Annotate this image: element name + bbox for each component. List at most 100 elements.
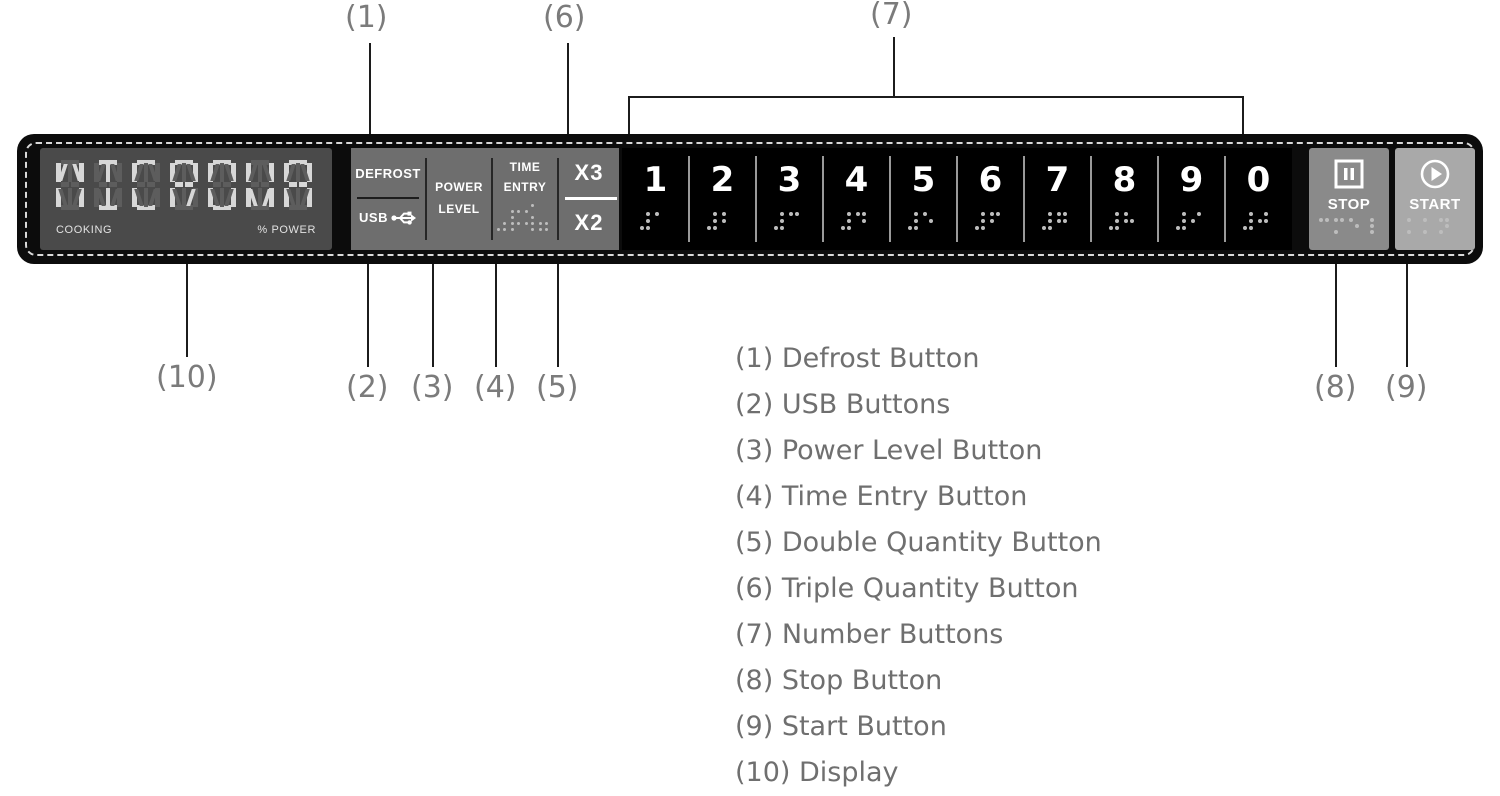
defrost-label: DEFROST	[355, 166, 421, 181]
callout-7-bracket-bar	[628, 96, 1244, 98]
callout-2-label: (2)	[346, 370, 389, 405]
callout-7-bracket-right	[1242, 96, 1244, 136]
lcd-char-a	[284, 160, 312, 210]
number-button-7-label: 7	[1045, 160, 1070, 200]
legend-list: (1) Defrost Button(2) USB Buttons(3) Pow…	[735, 336, 1475, 796]
separator-1	[425, 158, 427, 240]
callout-9-leader	[1406, 264, 1408, 367]
number-button-2[interactable]: 2	[689, 148, 756, 250]
usb-button[interactable]: USB	[351, 210, 425, 225]
number-button-1-label: 1	[643, 160, 668, 200]
lcd-label-cooking: COOKING	[56, 224, 113, 236]
start-braille	[1407, 218, 1450, 242]
key-separator	[1090, 156, 1092, 242]
legend-item-5: (5) Double Quantity Button	[735, 527, 1102, 558]
key-separator	[1023, 156, 1025, 242]
legend-item-6: (6) Triple Quantity Button	[735, 573, 1079, 604]
legend-item-8: (8) Stop Button	[735, 665, 943, 696]
number-button-5[interactable]: 5	[890, 148, 957, 250]
lcd-char-r	[170, 160, 198, 210]
key-separator	[822, 156, 824, 242]
number-button-9-label: 9	[1179, 160, 1204, 200]
callout-7-stem	[893, 37, 895, 97]
number-button-0[interactable]: 0	[1225, 148, 1292, 250]
legend-item-7: (7) Number Buttons	[735, 619, 1004, 650]
callout-10-label: (10)	[156, 360, 218, 395]
number-button-7-braille	[1042, 212, 1068, 232]
callout-5-leader	[557, 264, 559, 367]
number-button-3[interactable]: 3	[756, 148, 823, 250]
pause-square-icon	[1334, 159, 1364, 189]
key-separator	[755, 156, 757, 242]
stop-braille	[1319, 218, 1375, 242]
usb-icon	[391, 211, 416, 225]
number-button-2-braille	[707, 212, 733, 232]
key-separator	[1157, 156, 1159, 242]
number-button-4-braille	[841, 212, 867, 232]
number-button-7[interactable]: 7	[1024, 148, 1091, 250]
callout-1-label: (1)	[345, 0, 388, 35]
key-separator	[688, 156, 690, 242]
number-button-5-label: 5	[911, 160, 936, 200]
callout-3-label: (3)	[411, 370, 454, 405]
number-button-9-braille	[1176, 212, 1202, 232]
separator-3	[557, 158, 559, 240]
number-button-8[interactable]: 8	[1091, 148, 1158, 250]
lcd-char-w	[246, 160, 274, 210]
time-entry-button[interactable]: TIME ENTRY	[493, 148, 557, 250]
number-button-3-braille	[774, 212, 800, 232]
legend-item-10: (10) Display	[735, 757, 899, 788]
defrost-usb-divider	[357, 197, 419, 199]
legend-item-9: (9) Start Button	[735, 711, 947, 742]
time-entry-line2: ENTRY	[503, 180, 547, 194]
number-button-8-label: 8	[1112, 160, 1137, 200]
number-button-1[interactable]: 1	[622, 148, 689, 250]
lcd-char-o	[208, 160, 236, 210]
power-level-line1: POWER	[435, 180, 483, 194]
separator-2	[491, 158, 493, 240]
number-button-6-braille	[975, 212, 1001, 232]
start-button[interactable]: START	[1395, 148, 1475, 250]
callout-8-label: (8)	[1314, 370, 1357, 405]
callout-3-leader	[432, 264, 434, 367]
legend-item-4: (4) Time Entry Button	[735, 481, 1028, 512]
callout-7-label: (7)	[870, 0, 913, 32]
lcd-segment-row	[56, 160, 312, 210]
power-level-button[interactable]: POWER LEVEL	[427, 148, 491, 250]
defrost-usb-button[interactable]: DEFROST USB	[351, 148, 425, 250]
number-button-5-braille	[908, 212, 934, 232]
number-button-9[interactable]: 9	[1158, 148, 1225, 250]
time-entry-braille	[497, 204, 550, 234]
number-button-0-label: 0	[1246, 160, 1271, 200]
time-entry-line1: TIME	[509, 160, 541, 174]
number-button-4[interactable]: 4	[823, 148, 890, 250]
function-button-group: DEFROST USB P	[351, 148, 619, 250]
triple-quantity-button[interactable]: X3	[574, 160, 604, 185]
number-button-4-label: 4	[844, 160, 869, 200]
lcd-display: COOKING % POWER	[40, 148, 332, 250]
number-button-2-label: 2	[710, 160, 735, 200]
key-separator	[1224, 156, 1226, 242]
number-button-1-braille	[640, 212, 666, 232]
callout-6-leader	[567, 43, 569, 136]
double-quantity-button[interactable]: X2	[574, 210, 604, 235]
start-label: START	[1409, 196, 1461, 213]
usb-label: USB	[359, 210, 388, 225]
lcd-char-m	[56, 160, 84, 210]
callout-5-label: (5)	[536, 370, 579, 405]
callout-10-leader	[186, 264, 188, 357]
key-separator	[889, 156, 891, 242]
callout-4-label: (4)	[474, 370, 517, 405]
quantity-divider	[565, 197, 617, 200]
control-panel: COOKING % POWER DEFROST USB	[17, 134, 1483, 264]
callout-1-leader	[369, 43, 371, 136]
stop-button[interactable]: STOP	[1309, 148, 1389, 250]
callout-6-label: (6)	[543, 0, 586, 35]
callout-2-leader	[367, 264, 369, 367]
lcd-label-power: % POWER	[257, 224, 316, 236]
callout-9-label: (9)	[1385, 370, 1428, 405]
number-button-6[interactable]: 6	[957, 148, 1024, 250]
key-separator	[956, 156, 958, 242]
